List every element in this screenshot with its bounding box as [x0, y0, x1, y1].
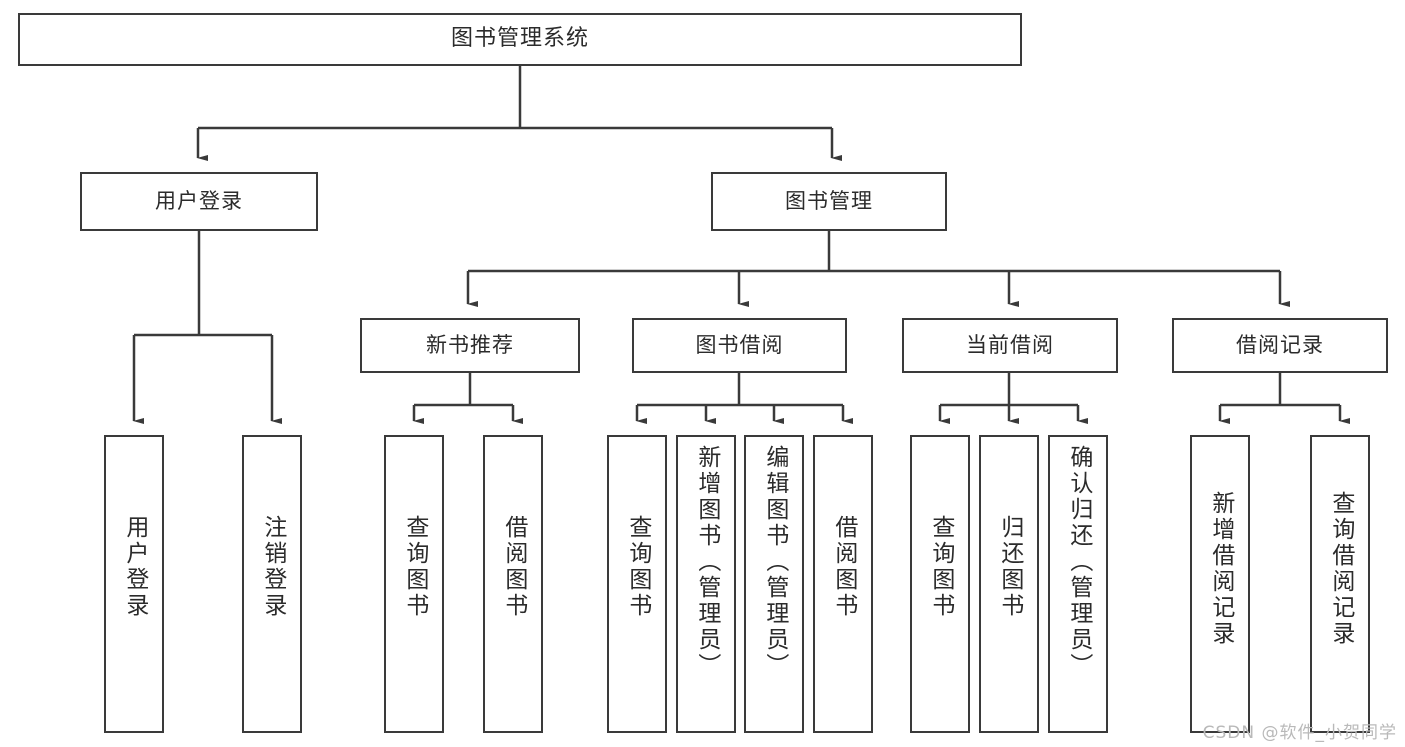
csdn-watermark: CSDN @软件_小贺同学	[1202, 723, 1397, 743]
node-label: 确认归还（管理员）	[1065, 445, 1092, 679]
node-label: 查询图书	[624, 515, 651, 619]
leaf-record-add-record[interactable]: 新增借阅记录	[1190, 435, 1250, 733]
node-current-borrow[interactable]: 当前借阅	[902, 318, 1118, 373]
node-book-borrow[interactable]: 图书借阅	[632, 318, 847, 373]
node-label: 归还图书	[996, 515, 1023, 619]
node-label: 当前借阅	[966, 332, 1054, 357]
node-label: 借阅图书	[830, 515, 857, 619]
leaf-borrow-edit-book-admin[interactable]: 编辑图书（管理员）	[744, 435, 804, 733]
node-label: 查询图书	[927, 515, 954, 619]
leaf-new-book-query[interactable]: 查询图书	[384, 435, 444, 733]
node-label: 图书管理系统	[450, 26, 589, 52]
node-label: 用户登录	[121, 515, 148, 619]
leaf-current-confirm-return-admin[interactable]: 确认归还（管理员）	[1048, 435, 1108, 733]
leaf-new-book-borrow[interactable]: 借阅图书	[483, 435, 543, 733]
node-label: 注销登录	[259, 515, 286, 619]
leaf-user-login-login[interactable]: 用户登录	[104, 435, 164, 733]
leaf-current-query-book[interactable]: 查询图书	[910, 435, 970, 733]
node-label: 查询图书	[401, 515, 428, 619]
node-label: 图书管理	[785, 188, 873, 213]
node-label: 借阅图书	[500, 515, 527, 619]
node-label: 图书借阅	[695, 332, 784, 357]
node-label: 查询借阅记录	[1327, 491, 1354, 647]
node-label: 新增图书（管理员）	[693, 445, 720, 679]
leaf-borrow-add-book-admin[interactable]: 新增图书（管理员）	[676, 435, 736, 733]
leaf-borrow-query-book[interactable]: 查询图书	[607, 435, 667, 733]
node-label: 借阅记录	[1236, 332, 1324, 357]
node-borrow-record[interactable]: 借阅记录	[1172, 318, 1388, 373]
node-book-management[interactable]: 图书管理	[711, 172, 947, 231]
node-user-login[interactable]: 用户登录	[80, 172, 318, 231]
leaf-record-query-record[interactable]: 查询借阅记录	[1310, 435, 1370, 733]
node-label: 用户登录	[155, 188, 243, 213]
node-label: 新增借阅记录	[1207, 491, 1234, 647]
node-root-library-system[interactable]: 图书管理系统	[18, 13, 1022, 66]
leaf-current-return-book[interactable]: 归还图书	[979, 435, 1039, 733]
node-new-book-recommend[interactable]: 新书推荐	[360, 318, 580, 373]
node-label: 编辑图书（管理员）	[761, 445, 788, 679]
leaf-user-login-logout[interactable]: 注销登录	[242, 435, 302, 733]
node-label: 新书推荐	[426, 332, 514, 357]
leaf-borrow-borrow-book[interactable]: 借阅图书	[813, 435, 873, 733]
